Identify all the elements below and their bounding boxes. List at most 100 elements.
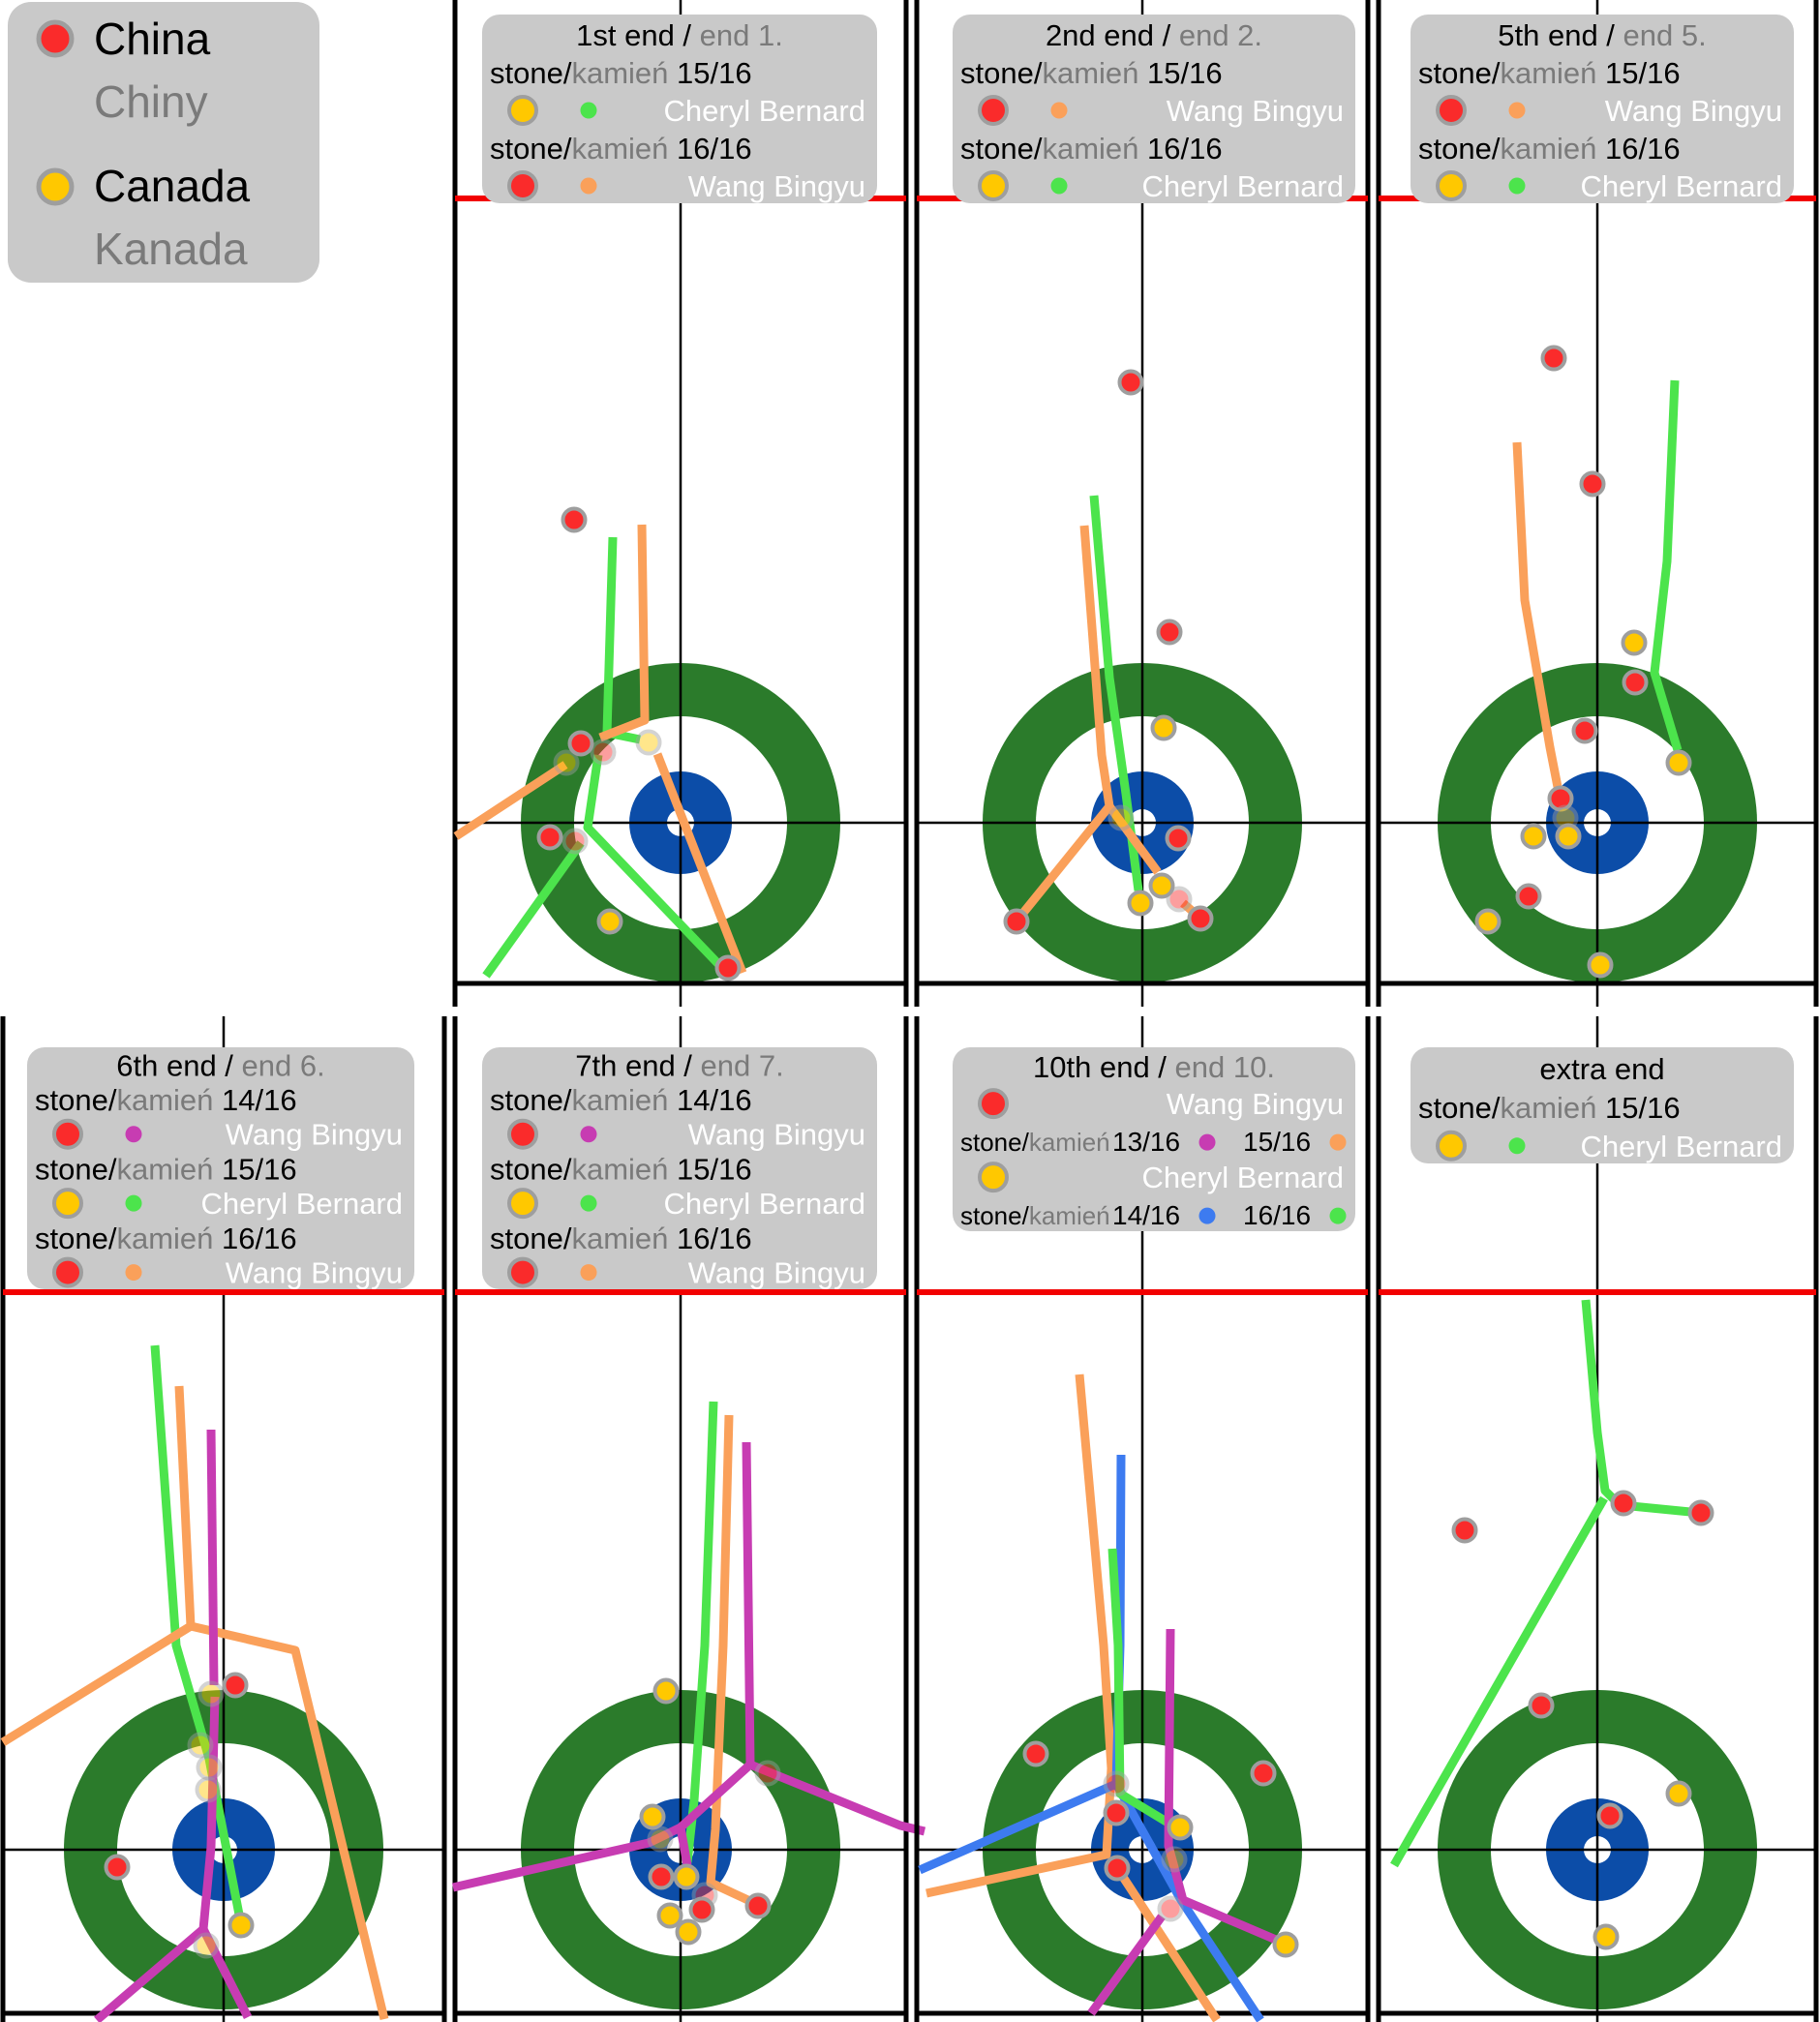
- green-trajectory-line: [150, 1344, 244, 1916]
- panel-title: 2nd end / end 2.: [1046, 18, 1262, 52]
- stone-number: 15/16: [1243, 1127, 1311, 1157]
- magenta-trajectory-line: [742, 1441, 926, 1836]
- red-stone: [1451, 1517, 1478, 1544]
- red-stone: [1579, 470, 1606, 498]
- yellow-stone-icon: [978, 1162, 1009, 1193]
- info-box: [1410, 1047, 1794, 1163]
- stone-count-label: stone/kamień 15/16: [490, 56, 752, 90]
- red-stone: [104, 1854, 131, 1881]
- green-path-dot-icon: [580, 102, 597, 119]
- faded-yellow-stone: [647, 1826, 674, 1853]
- legend-box: [8, 2, 319, 283]
- red-stone: [1250, 1760, 1277, 1787]
- magenta-path-dot-icon: [1198, 1133, 1216, 1151]
- faded-yellow-stone: [1107, 804, 1135, 831]
- yellow-stone-icon: [1436, 1130, 1467, 1162]
- stone-number: 14/16: [1112, 1200, 1180, 1230]
- stone-count-label: stone/kamień 15/16: [1418, 1091, 1681, 1125]
- faded-yellow-stone: [635, 729, 662, 756]
- panel-title: extra end: [1539, 1052, 1664, 1086]
- player-name: Cheryl Bernard: [1581, 169, 1782, 203]
- info-box: [953, 1047, 1355, 1231]
- player-name: Wang Bingyu: [688, 1118, 865, 1152]
- info-box: [482, 1047, 877, 1289]
- orange-trajectory-line: [1016, 525, 1114, 920]
- legend-label-china: China: [94, 14, 211, 64]
- orange-path-dot-icon: [1050, 102, 1068, 119]
- stone-count-label: stone/kamień: [960, 1128, 1110, 1157]
- orange-path-dot-icon: [125, 1264, 142, 1282]
- faded-red-stone: [1103, 1770, 1130, 1797]
- yellow-stone: [1665, 1780, 1692, 1807]
- player-name: Cheryl Bernard: [1142, 1161, 1344, 1194]
- player-name: Cheryl Bernard: [1581, 1130, 1782, 1163]
- green-path-dot-icon: [1329, 1207, 1347, 1224]
- magenta-path-dot-icon: [580, 1126, 597, 1143]
- yellow-stone: [652, 1677, 680, 1705]
- green-path-dot-icon: [1508, 1137, 1526, 1155]
- orange-trajectory-line: [925, 1373, 1116, 1898]
- yellow-stone: [639, 1803, 666, 1830]
- red-stone: [1117, 369, 1144, 396]
- red-stone: [1156, 619, 1183, 646]
- magenta-trajectory-line: [452, 1823, 682, 1892]
- green-trajectory-line: [682, 1401, 718, 1863]
- canada-stone-icon: [36, 167, 75, 206]
- stone-count-label: stone/kamień 14/16: [35, 1083, 297, 1117]
- faded-red-stone: [1166, 886, 1193, 913]
- magenta-trajectory-line: [1087, 1914, 1166, 2016]
- player-name: Cheryl Bernard: [664, 94, 865, 128]
- yellow-stone: [675, 1918, 702, 1946]
- red-stone-icon: [52, 1256, 83, 1288]
- red-stone-icon: [978, 1088, 1009, 1120]
- panel-title: 1st end / end 1.: [576, 18, 783, 52]
- orange-path-dot-icon: [1508, 102, 1526, 119]
- player-name: Wang Bingyu: [1167, 94, 1344, 128]
- yellow-stone: [1167, 1814, 1194, 1841]
- stone-count-label: stone/kamień 15/16: [35, 1152, 297, 1186]
- red-stone: [1515, 883, 1542, 910]
- yellow-stone: [1587, 951, 1614, 979]
- red-stone: [688, 1896, 715, 1923]
- red-stone: [744, 1892, 772, 1919]
- red-stone: [1622, 669, 1649, 696]
- red-stone: [714, 954, 742, 981]
- red-stone: [536, 824, 563, 851]
- red-stone: [1547, 785, 1574, 812]
- legend: China Chiny Canada Kanada: [8, 2, 319, 283]
- red-stone: [1528, 1692, 1555, 1719]
- stone-count-label: stone/kamień 16/16: [1418, 132, 1681, 166]
- orange-trajectory-line: [189, 1621, 389, 2021]
- red-stone: [1003, 908, 1030, 935]
- orange-path-dot-icon: [580, 1264, 597, 1282]
- yellow-stone: [1665, 749, 1692, 776]
- player-name: Cheryl Bernard: [1142, 169, 1344, 203]
- stone-count-label: stone/kamień 16/16: [35, 1222, 297, 1255]
- panel-title: 7th end / end 7.: [575, 1048, 783, 1082]
- green-path-dot-icon: [125, 1194, 142, 1212]
- info-box: [482, 15, 877, 203]
- orange-trajectory-line: [1113, 1865, 1221, 2022]
- yellow-stone: [228, 1912, 255, 1939]
- red-stone: [1022, 1740, 1049, 1767]
- player-name: Cheryl Bernard: [201, 1187, 403, 1221]
- yellow-stone: [1520, 823, 1547, 850]
- green-trajectory-line: [1650, 379, 1683, 752]
- stone-count-label: stone/kamień: [960, 1201, 1110, 1230]
- red-stone: [1687, 1499, 1714, 1526]
- faded-red-stone: [590, 739, 617, 766]
- stone-count-label: stone/kamień 15/16: [490, 1152, 752, 1186]
- green-path-dot-icon: [1508, 177, 1526, 195]
- legend-sublabel-chiny: Chiny: [94, 76, 208, 127]
- magenta-trajectory-line: [94, 1696, 220, 2022]
- panel-title: 10th end / end 10.: [1033, 1050, 1275, 1084]
- red-stone: [1165, 825, 1192, 852]
- red-stone-icon: [507, 1256, 538, 1288]
- yellow-stone: [1592, 1923, 1620, 1950]
- yellow-stone-icon: [978, 169, 1009, 201]
- green-path-dot-icon: [580, 1194, 597, 1212]
